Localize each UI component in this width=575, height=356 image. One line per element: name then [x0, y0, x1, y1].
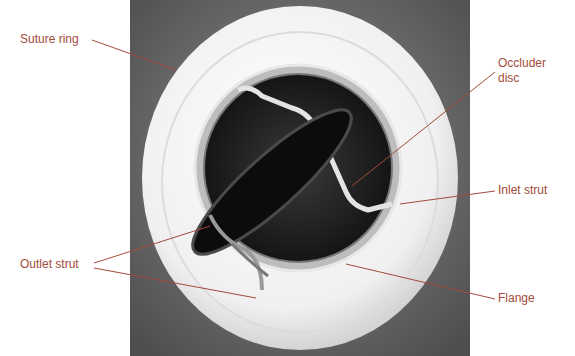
part-label: Suture ring	[20, 32, 110, 47]
ring-ridge	[162, 32, 438, 332]
occluder-disc	[177, 93, 366, 271]
outlet-strut	[210, 215, 262, 290]
part-label: Occluder disc	[498, 56, 550, 86]
part-label: Flange	[498, 291, 568, 306]
leader-line	[94, 268, 256, 298]
leader-line	[94, 226, 210, 263]
leader-line	[352, 72, 495, 186]
leader-line	[346, 264, 495, 299]
leader-line	[92, 40, 176, 70]
photo-background	[130, 0, 470, 356]
part-label: Outlet strut	[20, 257, 100, 272]
outlet-strut	[232, 244, 268, 276]
suture-ring	[142, 6, 458, 350]
part-label: Inlet strut	[498, 183, 573, 198]
leader-line	[400, 191, 495, 204]
